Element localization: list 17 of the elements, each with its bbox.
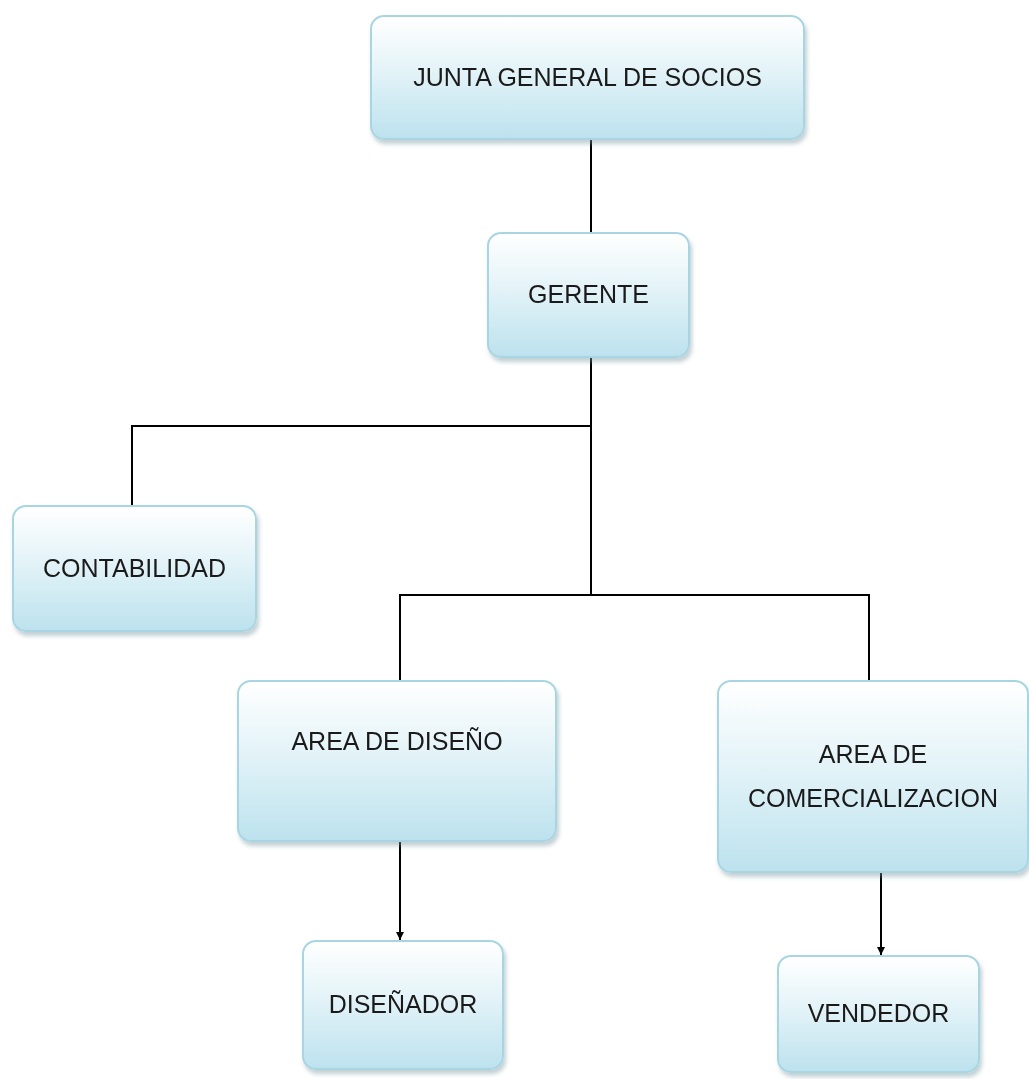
arrow (396, 841, 404, 941)
box-label: CONTABILIDAD (43, 552, 226, 584)
org-box (302, 940, 504, 1070)
box-label: DISEÑADOR (328, 989, 478, 1021)
box-label: AREA DE DISEÑO (291, 726, 503, 757)
org-box (370, 15, 805, 140)
arrow (877, 872, 885, 956)
org-box (12, 505, 257, 632)
org-box (717, 680, 1029, 873)
box-label: VENDEDOR (807, 998, 950, 1030)
org-box (777, 955, 980, 1073)
org-box (487, 232, 690, 358)
box-label: JUNTA GENERAL DE SOCIOS (413, 61, 762, 93)
box-label: GERENTE (528, 279, 649, 311)
connector-line (590, 139, 592, 233)
org-box (237, 680, 557, 842)
box-label: AREA DE COMERCIALIZACION (747, 738, 999, 814)
